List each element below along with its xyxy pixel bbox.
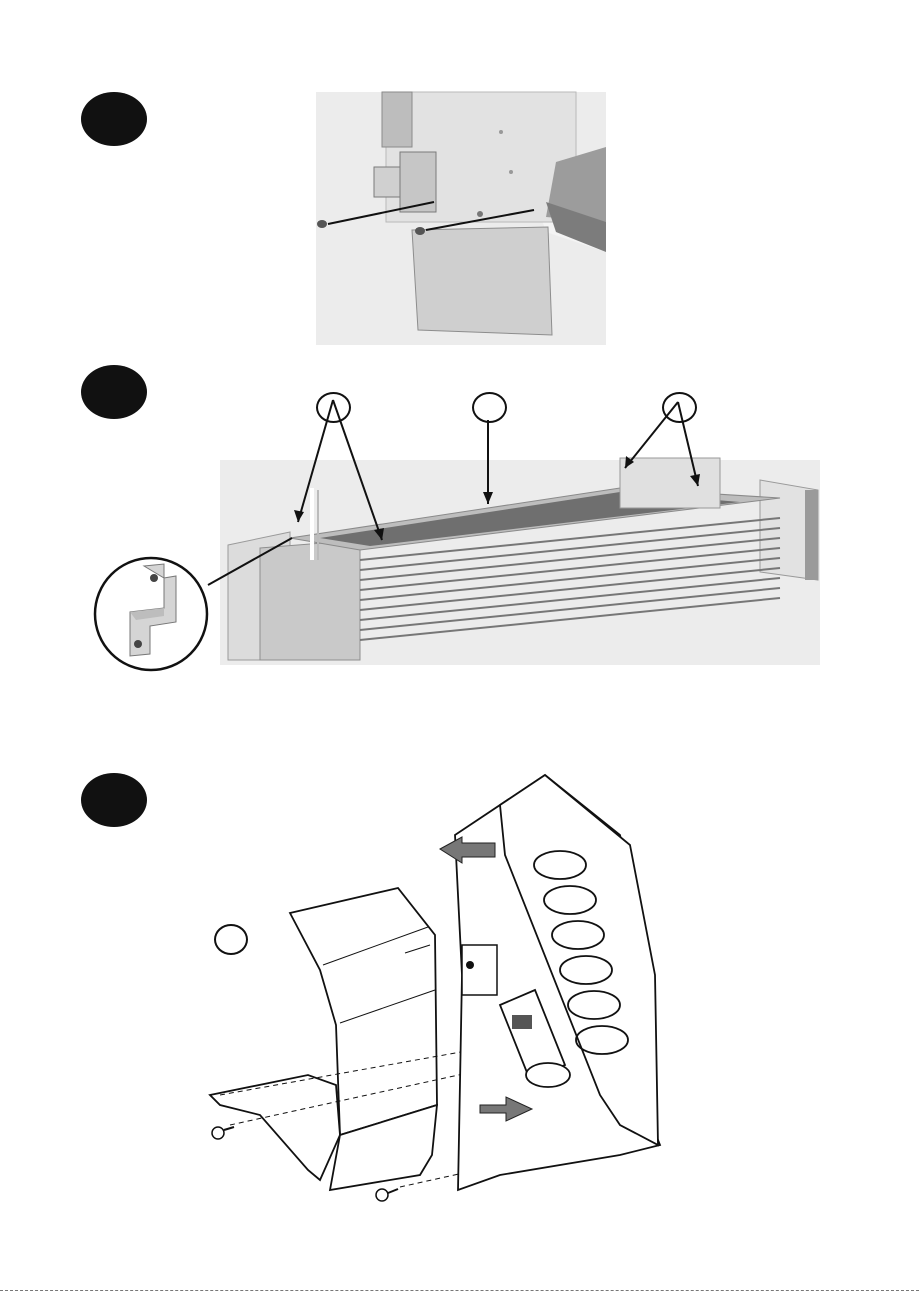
screw-icon (212, 1127, 234, 1139)
step-3-illustration (200, 775, 670, 1210)
callout-left (316, 392, 351, 423)
step-3-marker (81, 773, 147, 827)
callout-center (472, 392, 507, 423)
screw-icon (376, 1189, 398, 1201)
step-2-marker (81, 365, 147, 419)
page-bottom-rule (0, 1290, 919, 1291)
step-2-photo (220, 420, 820, 665)
bracket-detail-inset (92, 556, 210, 672)
step-1-photo (316, 92, 606, 345)
step-1-marker (81, 92, 147, 146)
